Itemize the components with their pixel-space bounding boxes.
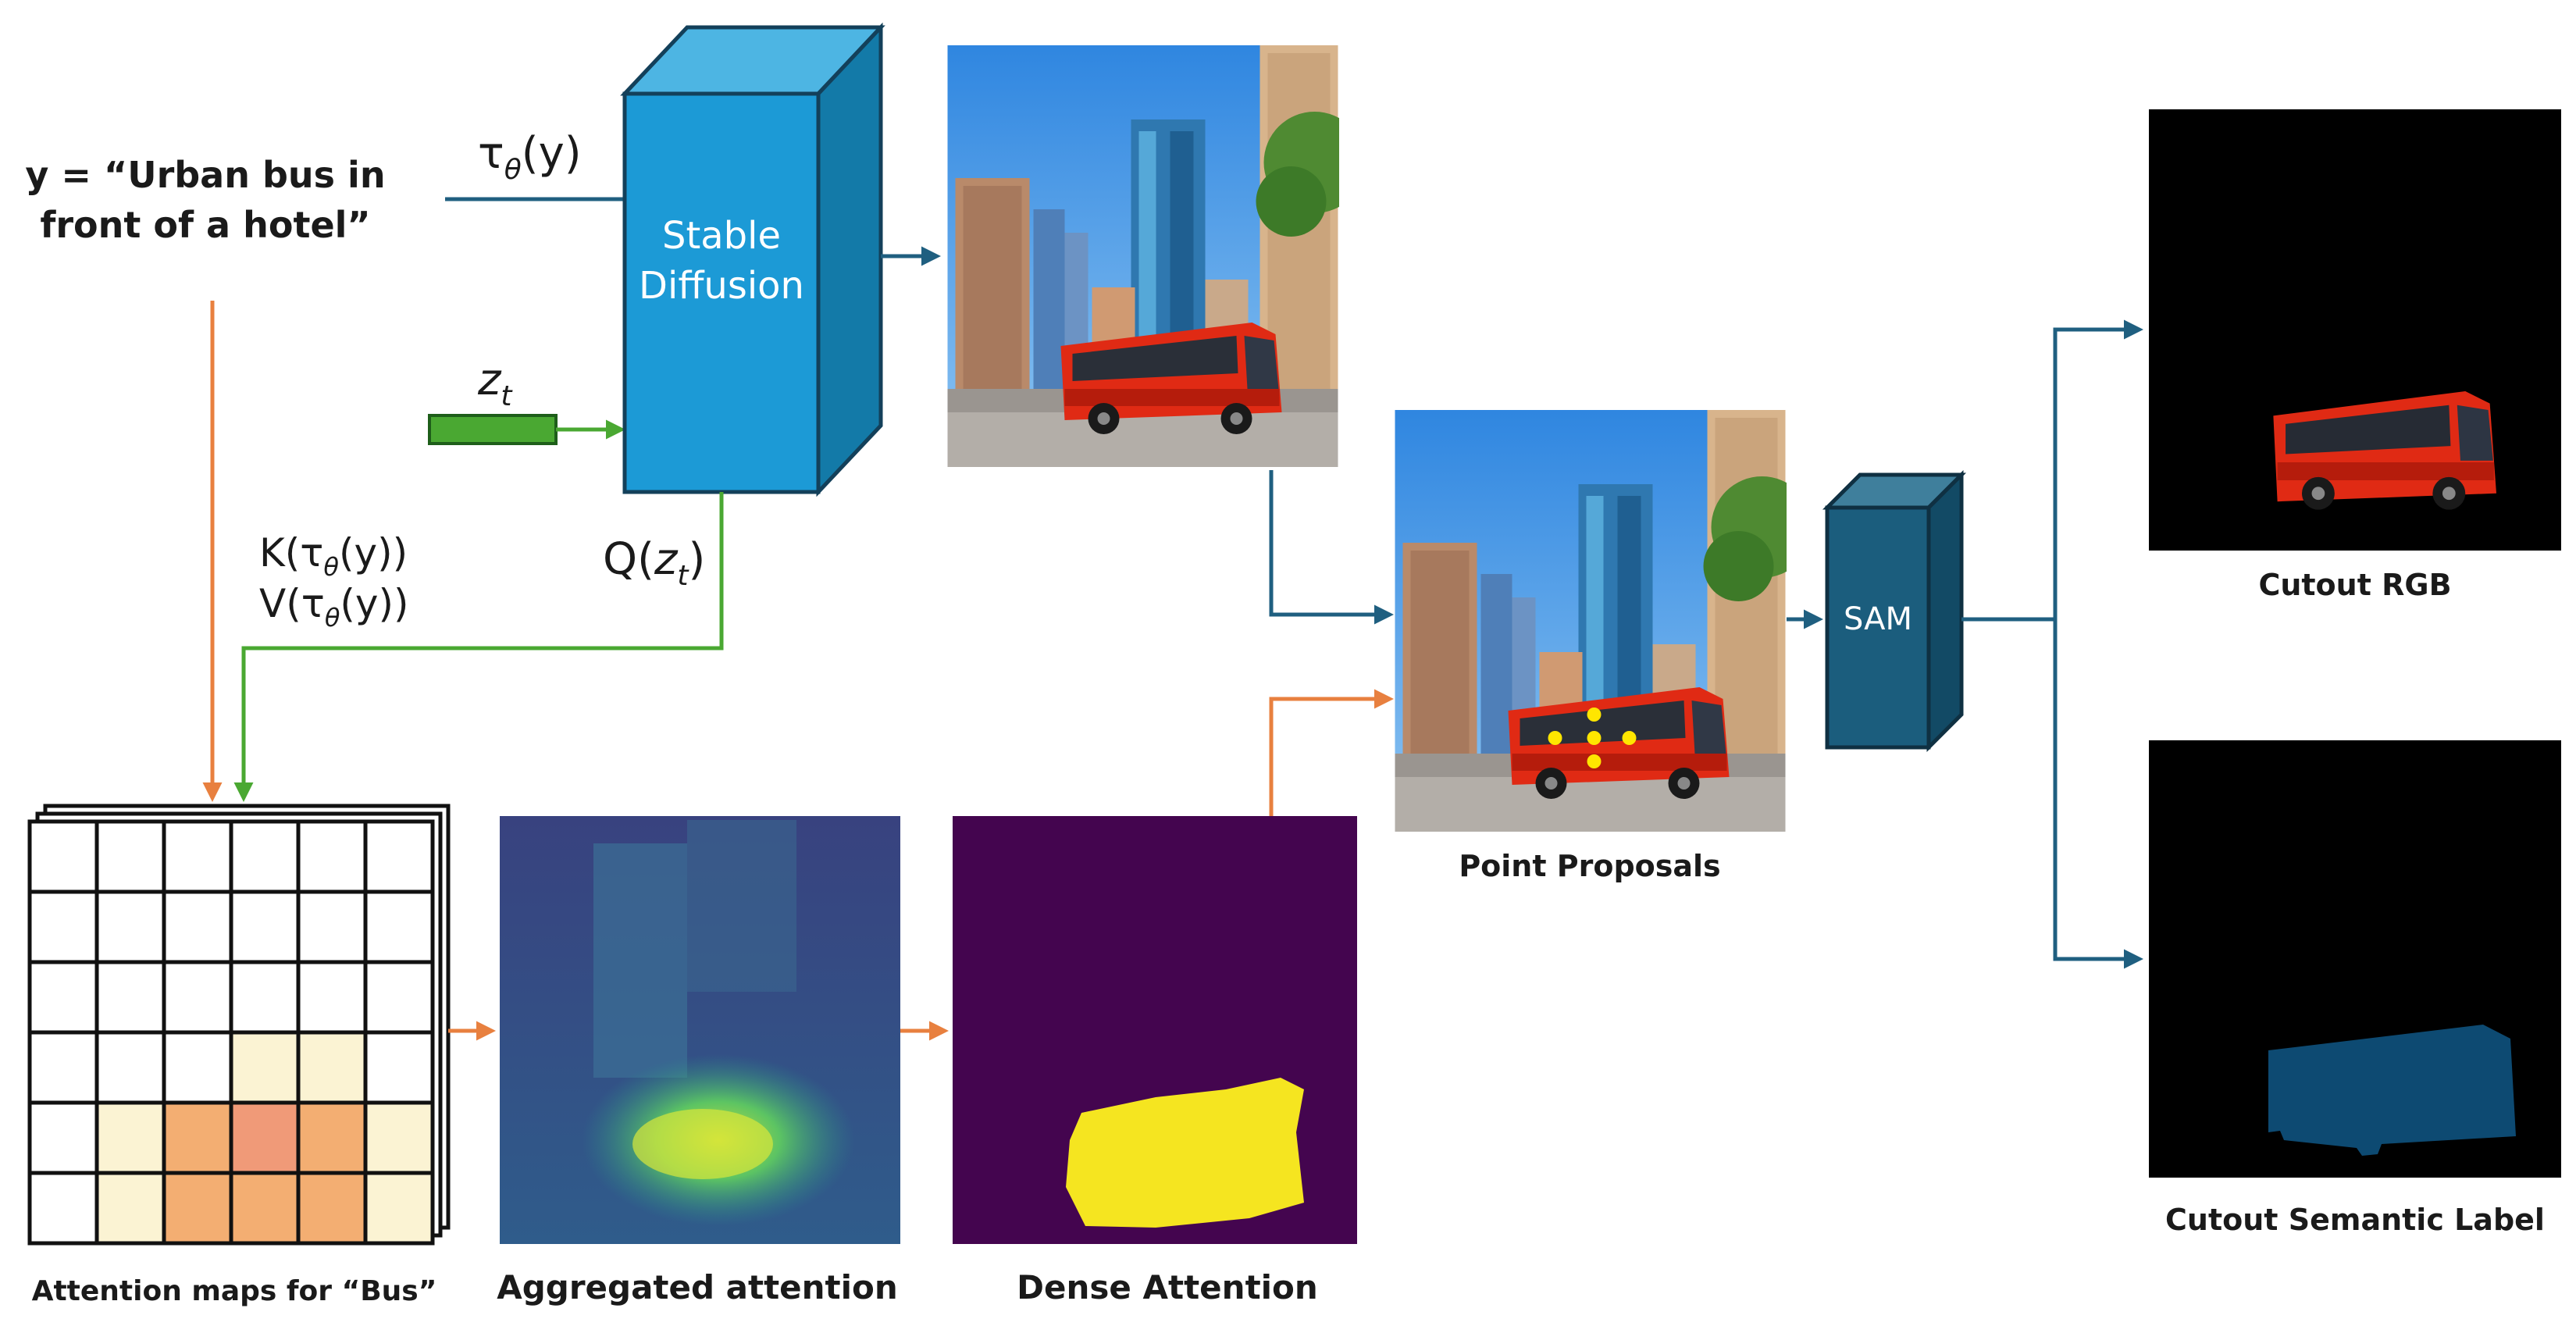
point-proposals-image — [1395, 410, 1787, 832]
caption-attention-maps: Attention maps for “Bus” — [32, 1275, 437, 1307]
dense-to-points-arrow — [1269, 689, 1394, 816]
attention-cell — [162, 819, 233, 894]
attention-cell — [27, 819, 99, 894]
aggregated-attention-map — [500, 816, 900, 1244]
query-label: Q(zt) — [603, 534, 705, 592]
attention-cell — [296, 889, 368, 964]
tau-theta-label: τθ(y) — [478, 128, 582, 186]
stable-diffusion-label-2: Diffusion — [639, 264, 804, 308]
attention-cell — [296, 819, 368, 894]
attention-cell — [229, 1030, 301, 1105]
attention-cell — [229, 960, 301, 1035]
attention-cell — [27, 1171, 99, 1246]
attention-cell — [94, 1030, 166, 1105]
stable-diffusion-block: Stable Diffusion — [620, 22, 885, 497]
attention-cell — [296, 960, 368, 1035]
key-label: K(τθ(y)) — [259, 530, 408, 582]
sam-label: SAM — [1844, 601, 1912, 637]
attention-cell — [296, 1100, 368, 1175]
caption-cutout-semantic: Cutout Semantic Label — [2165, 1203, 2545, 1237]
caption-aggregated: Aggregated attention — [497, 1268, 898, 1306]
sam-to-rgb-arrow — [1961, 319, 2143, 622]
attention-grid — [27, 819, 435, 1246]
attention-cell — [229, 1100, 301, 1175]
attention-cell — [162, 960, 233, 1035]
point-proposal — [1548, 731, 1562, 745]
attention-cell — [363, 1100, 435, 1175]
generated-image — [947, 45, 1339, 467]
attention-cell — [94, 1100, 166, 1175]
prompt-line-2: front of a hotel” — [40, 204, 370, 246]
attention-cell — [363, 960, 435, 1035]
dense-attention-map — [953, 816, 1357, 1244]
cutout-semantic-image — [2149, 740, 2561, 1178]
attention-cell — [27, 1030, 99, 1105]
zt-label: zt — [477, 355, 513, 412]
attention-cell — [27, 1100, 99, 1175]
image-to-points-arrow — [1269, 470, 1394, 625]
cutout-rgb-image — [2149, 109, 2561, 551]
attention-cell — [296, 1171, 368, 1246]
caption-dense: Dense Attention — [1017, 1268, 1318, 1306]
latent-zt-bar — [428, 414, 558, 445]
caption-cutout-rgb: Cutout RGB — [2258, 568, 2451, 602]
attention-cell — [27, 889, 99, 964]
query-to-attention-arrow — [233, 492, 724, 802]
attention-cell — [363, 819, 435, 894]
stable-diffusion-label-1: Stable — [662, 214, 781, 258]
attention-cell — [229, 1171, 301, 1246]
attention-cell — [162, 1171, 233, 1246]
attention-cell — [363, 1171, 435, 1246]
attention-cell — [296, 1030, 368, 1105]
prompt-line-1: y = “Urban bus in — [25, 154, 385, 196]
attention-cell — [94, 889, 166, 964]
sam-block: SAM — [1822, 469, 1967, 753]
attention-cell — [27, 960, 99, 1035]
point-proposal — [1587, 708, 1602, 722]
point-proposal — [1587, 754, 1602, 768]
sam-to-semantic-arrow — [2053, 619, 2143, 969]
attention-cell — [229, 819, 301, 894]
attention-maps-stack — [27, 804, 451, 1246]
attention-cell — [229, 889, 301, 964]
attention-cell — [94, 960, 166, 1035]
attention-cell — [162, 889, 233, 964]
attention-cell — [363, 889, 435, 964]
point-proposal — [1622, 731, 1637, 745]
attention-cell — [162, 1030, 233, 1105]
attention-cell — [363, 1030, 435, 1105]
attention-cell — [162, 1100, 233, 1175]
point-proposal — [1587, 731, 1602, 745]
value-label: V(τθ(y)) — [259, 581, 409, 633]
caption-point-proposals: Point Proposals — [1459, 849, 1720, 883]
attention-cell — [94, 1171, 166, 1246]
attention-cell — [94, 819, 166, 894]
